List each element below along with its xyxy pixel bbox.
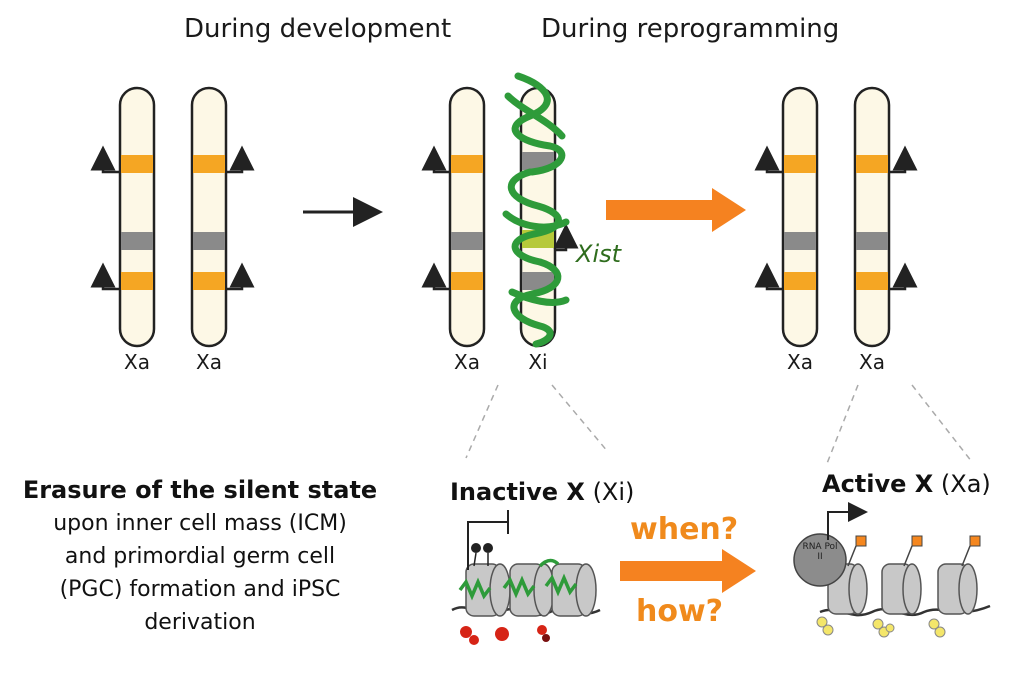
label-dev-left: Xa <box>124 350 150 374</box>
label-end-right: Xa <box>859 350 885 374</box>
label-mid-left: Xa <box>454 350 480 374</box>
active-x-title: Active X (Xa) <box>822 470 991 498</box>
chromosome-dev-right <box>190 86 255 348</box>
when-how-arrow <box>620 549 756 593</box>
zoom-lines <box>465 384 973 467</box>
chromosome-mid-left <box>421 86 486 348</box>
label-end-left: Xa <box>787 350 813 374</box>
erasure-line: and primordial germ cell <box>64 544 336 569</box>
erasure-line: derivation <box>144 610 256 635</box>
label-mid-right: Xi <box>528 350 548 374</box>
erasure-title: Erasure of the silent state <box>22 476 378 504</box>
inactive-x-title: Inactive X (Xi) <box>450 478 634 506</box>
xist-label: Xist <box>576 240 622 268</box>
erasure-line: upon inner cell mass (ICM) <box>53 511 347 536</box>
chromosome-end-right <box>853 86 918 348</box>
label-dev-right: Xa <box>196 350 222 374</box>
rna-pol-label: RNA Pol II <box>802 542 838 562</box>
inactive-chromatin <box>451 510 601 645</box>
active-chromatin <box>793 502 991 638</box>
chromosome-mid-right-inactive <box>519 86 579 348</box>
active-x-suffix: (Xa) <box>940 470 991 498</box>
header-during-reprogramming: During reprogramming <box>541 14 840 44</box>
active-x-bold: Active X <box>822 470 934 498</box>
inactive-x-bold: Inactive X <box>450 478 585 506</box>
inactive-x-suffix: (Xi) <box>592 478 635 506</box>
xist-rna-coating <box>502 72 570 348</box>
erasure-line: (PGC) formation and iPSC <box>59 577 341 602</box>
chromosome-dev-left <box>90 86 156 348</box>
reprogramming-arrow <box>606 188 746 232</box>
question-how: how? <box>636 594 724 629</box>
chromosome-end-left <box>754 86 819 348</box>
header-during-development: During development <box>184 14 452 44</box>
question-when: when? <box>630 512 739 547</box>
erasure-description: Erasure of the silent state upon inner c… <box>8 474 392 639</box>
